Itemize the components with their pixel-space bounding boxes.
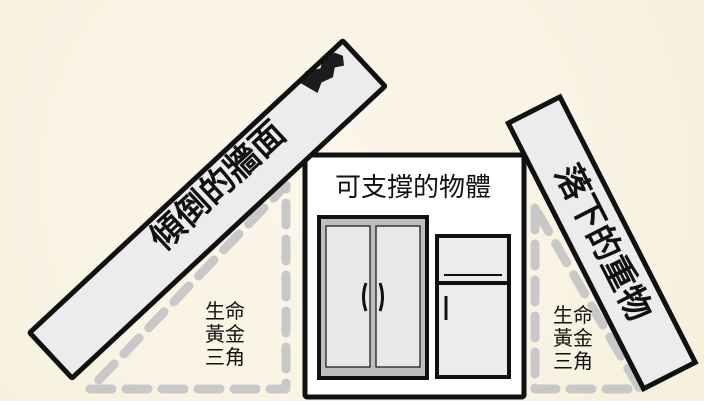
right-life-triangle-label: 生命 黃金 三角: [549, 304, 597, 373]
left-triangle-line-1: 生命: [205, 299, 245, 323]
left-life-triangle-label: 生命 黃金 三角: [201, 300, 249, 369]
refrigerator-icon: [435, 234, 511, 379]
support-object-label: 可支撐的物體: [334, 173, 491, 203]
right-triangle-line-1: 生命: [553, 303, 593, 327]
left-triangle-line-3: 三角: [205, 345, 245, 369]
right-triangle-line-3: 三角: [553, 349, 593, 373]
cabinet-icon: [317, 215, 429, 380]
left-triangle-line-2: 黃金: [205, 322, 245, 346]
falling-heavy-object: [504, 93, 699, 393]
right-life-triangle-outline: [530, 203, 645, 394]
right-triangle-line-2: 黃金: [553, 326, 593, 350]
left-life-triangle-outline: [85, 180, 291, 394]
collapsed-wall: [27, 38, 388, 381]
